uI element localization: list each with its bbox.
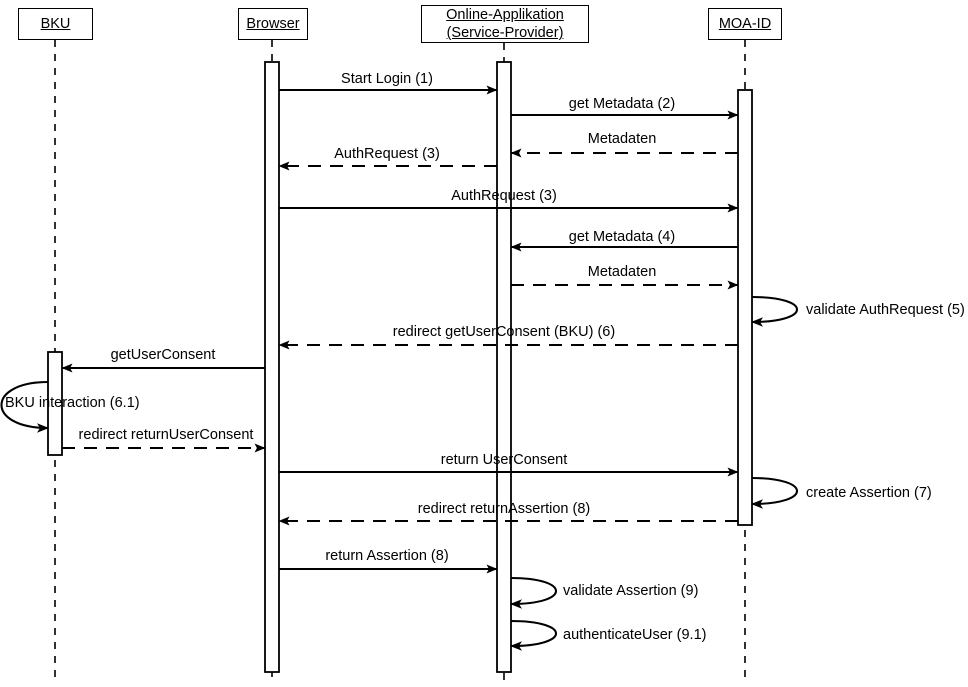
participant-label-oa: Online-Applikation (Service-Provider) [446, 6, 564, 41]
message-label-7: Metadaten [587, 264, 657, 280]
activation-bar-moaid [737, 89, 753, 526]
self-message-arrow-2[interactable] [0, 380, 49, 433]
participant-box-oa[interactable]: Online-Applikation (Service-Provider) [421, 5, 589, 43]
self-message-label-2: BKU interaction (6.1) [5, 395, 140, 411]
participant-box-moaid[interactable]: MOA-ID [708, 8, 782, 40]
message-label-2: get Metadata (2) [568, 96, 676, 112]
message-label-1: Start Login (1) [341, 71, 433, 87]
message-label-5: AuthRequest (3) [451, 188, 557, 204]
self-message-label-4: validate Assertion (9) [563, 583, 699, 599]
self-message-arrow-4[interactable] [510, 576, 557, 609]
self-message-arrow-5[interactable] [510, 619, 557, 651]
self-message-arrow-3[interactable] [751, 476, 798, 509]
participant-label-moaid: MOA-ID [718, 15, 772, 32]
messages-group [61, 85, 739, 574]
message-label-9: getUserConsent [110, 347, 216, 363]
message-label-8: redirect getUserConsent (BKU) (6) [392, 324, 616, 340]
message-label-11: return UserConsent [440, 452, 568, 468]
activation-bar-browser [264, 61, 280, 673]
message-label-12: redirect returnAssertion (8) [417, 501, 591, 517]
activation-bar-oa [496, 61, 512, 673]
message-label-10: redirect returnUserConsent [78, 427, 254, 443]
self-message-label-3: create Assertion (7) [806, 485, 932, 501]
self-message-arrow-1[interactable] [751, 295, 798, 327]
message-label-6: get Metadata (4) [568, 229, 676, 245]
message-label-13: return Assertion (8) [325, 548, 449, 564]
participant-label-browser: Browser [246, 15, 300, 32]
message-label-4: AuthRequest (3) [334, 146, 440, 162]
activation-bar-bku [47, 351, 63, 456]
activation-bars-group [47, 61, 753, 673]
participant-box-browser[interactable]: Browser [238, 8, 308, 40]
self-message-label-1: validate AuthRequest (5) [806, 302, 965, 318]
participant-box-bku[interactable]: BKU [18, 8, 93, 40]
self-messages-group [0, 295, 798, 651]
participant-label-bku: BKU [40, 15, 71, 32]
self-message-label-5: authenticateUser (9.1) [563, 627, 707, 643]
message-label-3: Metadaten [587, 131, 657, 147]
